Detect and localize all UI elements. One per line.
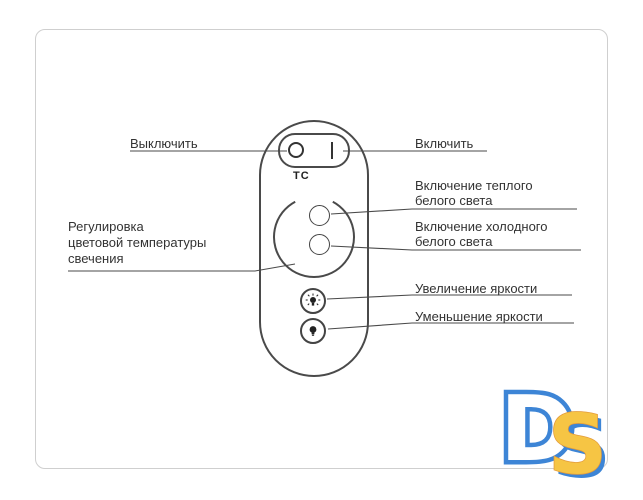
brightness-up-button [300,288,326,314]
label-warm-white: Включение теплого белого света [415,178,533,208]
warm-white-button [309,205,330,226]
page-border [35,29,608,469]
label-cold-white: Включение холодного белого света [415,219,548,249]
label-brightness-up: Увеличение яркости [415,281,538,296]
label-color-temp: Регулировка цветовой температуры свечени… [68,219,207,266]
label-power-off: Выключить [130,136,198,151]
brightness-down-button [300,318,326,344]
power-switch [278,133,350,168]
logo-letter-d: D [500,380,575,480]
brightness-down-icon [309,326,317,336]
power-on-icon [331,142,333,159]
label-power-on: Включить [415,136,474,151]
logo-letter-s: S [548,398,607,480]
power-off-icon [288,142,304,158]
cold-white-button [309,234,330,255]
tc-label: TC [293,170,310,182]
ds-logo: D S S [498,380,611,480]
brightness-up-icon [305,293,321,306]
label-brightness-down: Уменьшение яркости [415,309,543,324]
logo-letter-s-shadow: S [552,402,611,480]
